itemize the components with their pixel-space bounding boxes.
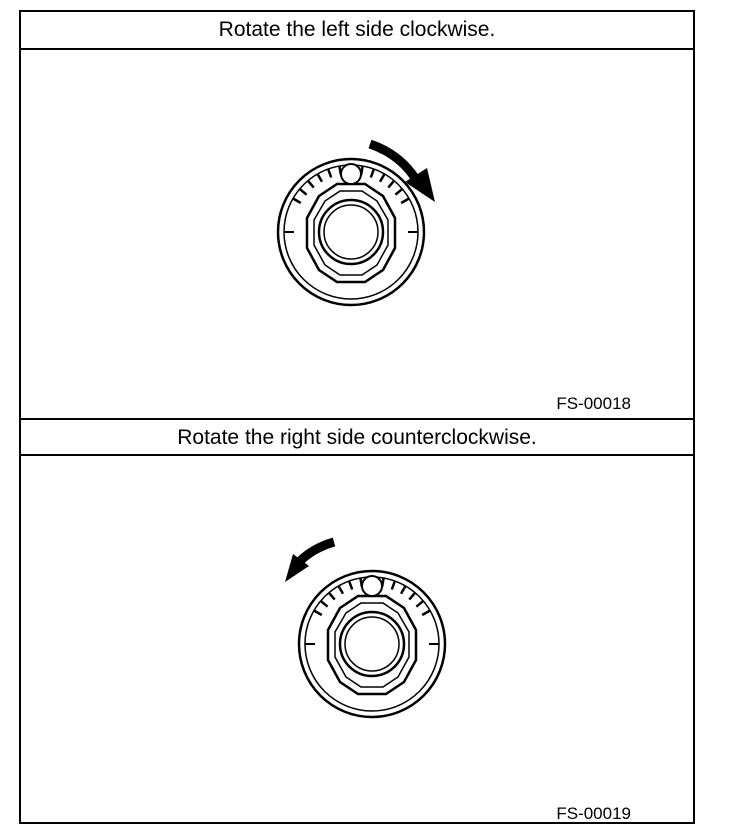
dial-tick-mark bbox=[327, 591, 336, 601]
dial-tick-mark bbox=[326, 168, 333, 178]
panel-2-caption: Rotate the right side counterclockwise. bbox=[21, 418, 693, 456]
adjuster-dial-icon bbox=[297, 569, 447, 719]
dial-tick-mark bbox=[292, 197, 302, 205]
dial-tick-mark bbox=[306, 179, 315, 189]
dial-tick-mark bbox=[298, 187, 308, 196]
dial-tick-mark bbox=[399, 585, 407, 595]
panel-1-caption: Rotate the left side clockwise. bbox=[21, 12, 693, 50]
panel-1-figure: FS-00018 bbox=[21, 50, 693, 419]
dial-tick-mark bbox=[408, 591, 417, 601]
panel-2-figure: FS-00019 bbox=[21, 456, 693, 824]
panel-1-dial-illustration bbox=[276, 139, 435, 307]
dial-tick-mark bbox=[313, 609, 323, 617]
dial-tick-mark bbox=[378, 173, 386, 183]
adjuster-dial-icon bbox=[276, 157, 426, 307]
dial-tick-mark bbox=[347, 580, 354, 590]
diagram-frame: Rotate the left side clockwise. FS-00018 bbox=[19, 10, 695, 824]
dial-tick-mark bbox=[390, 580, 397, 590]
dial-tick-mark bbox=[387, 179, 396, 189]
panel-1-figure-code: FS-00018 bbox=[556, 394, 631, 413]
dial-tick-mark bbox=[369, 168, 376, 178]
dial-tick-mark bbox=[421, 609, 431, 617]
rotation-arrow-counterclockwise-icon bbox=[285, 537, 336, 582]
dial-tick-mark bbox=[394, 187, 404, 196]
dial-tick-mark bbox=[316, 173, 324, 183]
dial-tick-mark bbox=[337, 585, 345, 595]
panel-2-figure-code: FS-00019 bbox=[556, 804, 631, 823]
dial-tick-mark bbox=[415, 599, 425, 608]
panel-2-dial-illustration bbox=[285, 537, 447, 719]
dial-tick-mark bbox=[400, 197, 410, 205]
rotation-arrow-clockwise-icon bbox=[368, 139, 435, 202]
dial-tick-mark bbox=[319, 599, 329, 608]
